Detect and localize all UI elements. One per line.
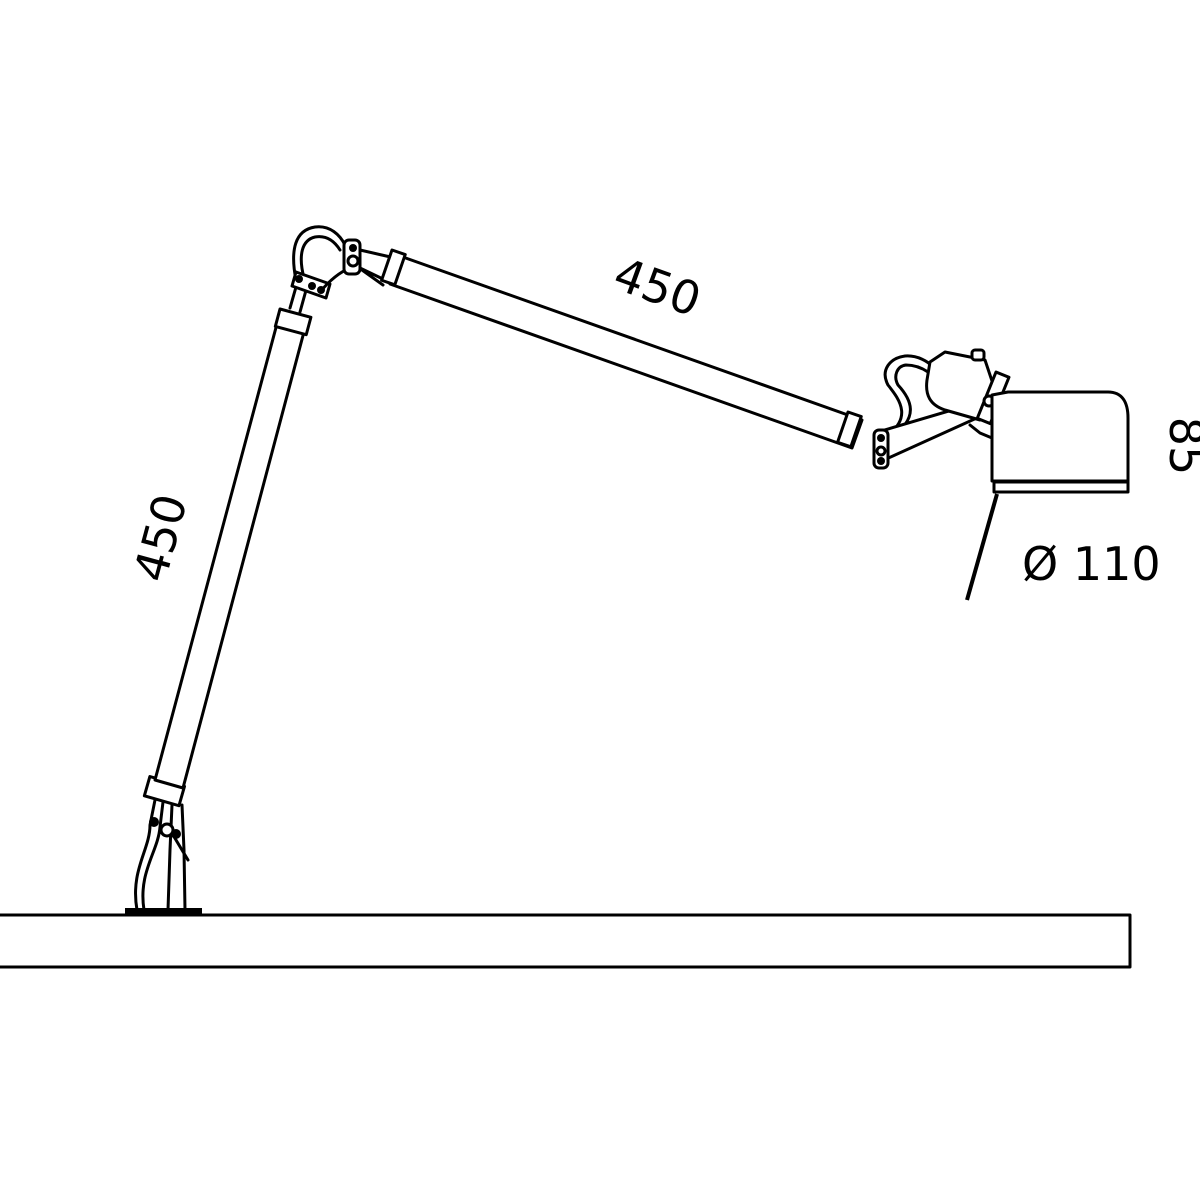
upper-arm-dimension: 450	[607, 247, 708, 328]
table-top	[0, 913, 1132, 969]
lower-arm-dimension: 450	[123, 488, 198, 587]
head-joint	[872, 348, 1011, 470]
lamp-shade-rim	[992, 480, 1130, 494]
upper-arm-left-collar	[380, 248, 407, 287]
power-cable	[965, 493, 999, 601]
lower-arm-top-collar	[273, 307, 313, 337]
upper-arm-right-collar	[836, 410, 863, 449]
base-joint	[134, 775, 190, 912]
lamp-shade	[990, 390, 1130, 483]
base-plate	[125, 908, 202, 916]
elbow-joint	[288, 225, 397, 314]
shade-diameter-dimension: Ø 110	[1022, 537, 1161, 591]
shade-height-dimension: 85	[1159, 417, 1200, 476]
